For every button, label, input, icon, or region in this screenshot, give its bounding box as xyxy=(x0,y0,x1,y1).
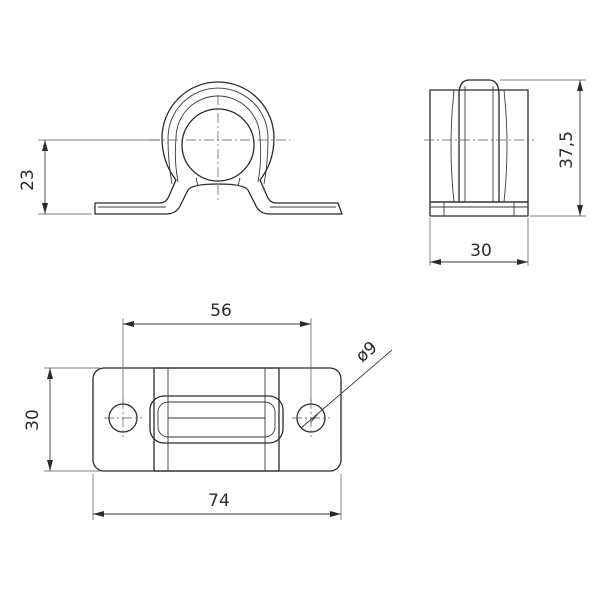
dim-side-width-arrow-right xyxy=(517,259,528,265)
top-view-plate xyxy=(92,367,342,472)
dim-plate-height: 30 xyxy=(23,367,100,472)
dim-side-height-arrow-top xyxy=(577,80,583,91)
side-view-foot xyxy=(429,201,529,217)
dim-hole-diameter-leader xyxy=(300,349,393,429)
dim-plate-width: 74 xyxy=(92,474,342,520)
dim-plate-width-arrow-left xyxy=(93,511,104,517)
side-view-bead-left xyxy=(450,89,455,203)
side-view-body xyxy=(429,89,529,203)
dim-plate-height-value: 30 xyxy=(23,409,43,431)
dim-side-height: 37,5 xyxy=(500,79,586,217)
side-view-bead-right xyxy=(503,89,508,203)
side-view xyxy=(424,79,534,217)
dim-front-height: 23 xyxy=(18,139,160,215)
dim-plate-width-value: 74 xyxy=(208,491,230,511)
front-view-outer-contour xyxy=(94,81,343,215)
top-view xyxy=(92,367,342,472)
dim-plate-width-arrow-right xyxy=(330,511,341,517)
dim-hole-spacing-arrow-left xyxy=(123,321,134,327)
dim-side-width-arrow-left xyxy=(430,259,441,265)
dim-front-height-arrow-top xyxy=(42,140,48,151)
dim-hole-diameter-arrow xyxy=(309,411,321,425)
dim-side-height-value: 37,5 xyxy=(557,131,577,169)
front-view xyxy=(94,81,343,215)
front-view-bore-slot xyxy=(195,177,241,187)
dim-hole-diameter: ø9 xyxy=(300,338,393,429)
top-view-strap xyxy=(153,367,280,472)
dim-hole-spacing-value: 56 xyxy=(210,301,232,321)
dim-side-width-value: 30 xyxy=(470,241,492,261)
dim-plate-height-arrow-top xyxy=(47,368,53,379)
dim-front-height-value: 23 xyxy=(18,169,38,191)
dim-plate-height-arrow-bottom xyxy=(47,460,53,471)
dim-side-width: 30 xyxy=(429,218,529,266)
dim-side-height-arrow-bottom xyxy=(577,205,583,216)
dim-hole-spacing: 56 xyxy=(122,301,312,404)
side-view-strap xyxy=(458,79,500,203)
dim-front-height-arrow-bottom xyxy=(42,203,48,214)
top-view-saddle-inner xyxy=(157,401,276,438)
dim-hole-spacing-arrow-right xyxy=(300,321,311,327)
front-view-strap-inner-line xyxy=(167,87,269,185)
top-view-saddle xyxy=(149,395,284,444)
